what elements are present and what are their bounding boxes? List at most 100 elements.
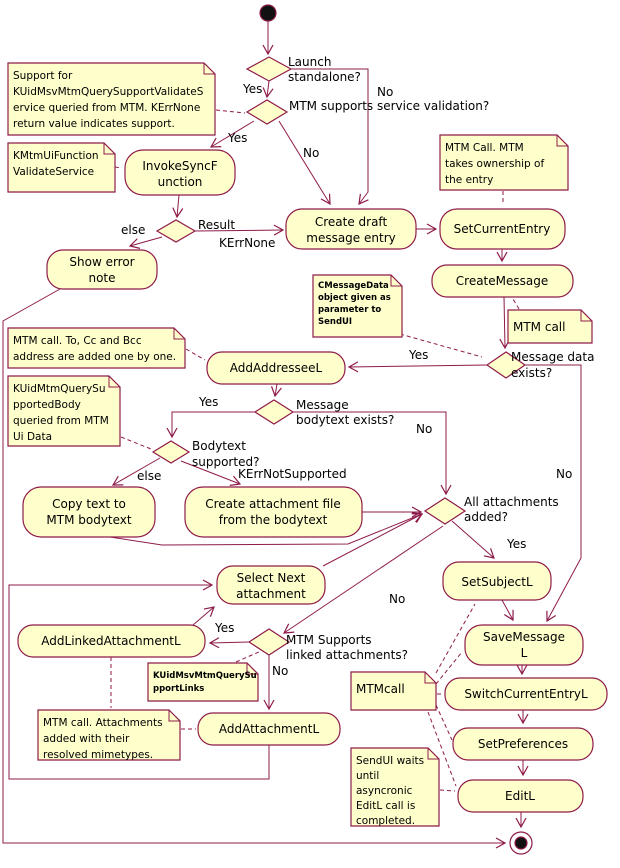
edge-allattachments-yes <box>451 520 495 559</box>
activity-label: Create draft <box>315 215 388 229</box>
edge-validation-no <box>278 120 331 206</box>
connector-linksnote-linkeddecision <box>235 650 262 663</box>
decision-label: MTM supports service validation? <box>289 99 489 113</box>
activity-copy-text: Copy text to MTM bodytext <box>22 486 156 538</box>
note-line: asyncronic <box>356 785 413 797</box>
note-line: Support for <box>13 70 73 82</box>
flow-edges <box>2 21 582 849</box>
note-line: parameter to <box>318 305 381 315</box>
final-node <box>509 831 533 855</box>
edge-addattachment-loop <box>8 579 270 780</box>
note-line: pportLinks <box>153 684 204 694</box>
note-line: EditL call is <box>356 800 415 812</box>
note-fold-icon <box>556 135 568 147</box>
activity-label: unction <box>158 175 203 189</box>
note-fold-icon <box>424 672 436 684</box>
decision-label: Launch <box>288 55 331 69</box>
note-connectors <box>110 109 520 792</box>
activity-label: Copy text to <box>52 497 126 511</box>
decision-mtm-supports-linked: MTM Supports linked attachments? <box>247 628 408 662</box>
activity-invoke-sync-function: InvokeSyncF unction <box>124 149 236 196</box>
edge-addressee-to-bodytextexists <box>270 383 282 398</box>
decision-label: exists? <box>511 366 552 380</box>
activity-save-message: SaveMessage L <box>464 624 584 666</box>
activity-label: AddLinkedAttachmentL <box>41 634 181 648</box>
decision-label: added? <box>464 510 508 524</box>
connector-cmessagedata-dataexists <box>399 333 483 358</box>
guard-result-kerrnone: KErrNone <box>219 236 275 250</box>
note-line: MTMcall <box>356 682 405 696</box>
note-line: resolved mimetypes. <box>43 749 153 761</box>
note-fold-icon <box>108 376 120 388</box>
edge-selectnext-to-allattachments <box>322 513 424 567</box>
activity-label: L <box>521 646 528 660</box>
connector-mtmcall-edit <box>427 711 457 787</box>
edge-showerror-to-end <box>2 288 507 849</box>
note-line: takes ownership of <box>445 158 544 170</box>
activity-label: note <box>88 271 115 285</box>
note-line: MTM call. Attachments <box>43 717 163 729</box>
note-line: ValidateService <box>13 166 94 178</box>
note-line: SendUI waits <box>356 755 424 767</box>
connector-kmtmnote-invokesync <box>114 166 123 169</box>
guard-validation-yes: Yes <box>227 131 247 145</box>
decision-label: All attachments <box>464 495 559 509</box>
edge-linked-yes <box>208 637 250 649</box>
connector-bodynote-supported <box>120 436 152 450</box>
decision-label: linked attachments? <box>286 648 408 662</box>
guard-attachments-yes: Yes <box>506 537 526 551</box>
connector-senduinote-edit <box>439 789 456 792</box>
connector-addressesnote-addaddressee <box>185 348 206 361</box>
note-line: SendUI <box>318 317 352 327</box>
note-sendui-waits: SendUI waits until asyncronic EditL call… <box>350 747 440 827</box>
guard-supported-kerr: KErrNotSupported <box>238 467 347 481</box>
activity-add-addressee: AddAddresseeL <box>206 351 346 385</box>
activity-label: from the bodytext <box>219 513 328 527</box>
note-line: added with their <box>43 733 130 745</box>
decision-label: Result <box>198 218 235 232</box>
note-line: return value indicates support. <box>13 118 175 130</box>
edge-validation-yes <box>209 120 255 148</box>
edge-guard-labels: Yes No Yes No else KErrNone Yes No Yes N… <box>121 82 572 678</box>
note-fold-icon <box>580 310 592 322</box>
activity-label: MTM bodytext <box>46 513 132 527</box>
guard-dataexists-yes: Yes <box>408 348 428 362</box>
edge-bodytextexists-no <box>293 411 452 496</box>
activity-label: Create attachment file <box>205 497 340 511</box>
edge-addlinked-to-selectnext <box>192 606 215 626</box>
guard-result-else: else <box>121 223 145 237</box>
note-line: CMessageData <box>318 281 389 291</box>
initial-node <box>259 4 277 22</box>
decision-label: MTM Supports <box>286 633 372 647</box>
note-mtmcall: MTMcall <box>350 671 437 711</box>
edge-dataexists-no <box>525 364 582 623</box>
note-line: until <box>356 770 379 782</box>
activity-create-draft-message-entry: Create draft message entry <box>285 208 417 250</box>
connector-supportnote-validation <box>215 109 246 114</box>
edge-dataexists-yes <box>347 361 488 373</box>
note-mtm-call-attachments: MTM call. Attachments added with their r… <box>37 709 181 761</box>
note-line: KMtmUiFunction <box>13 150 99 162</box>
edge-copytext-to-allattachments <box>109 512 424 546</box>
decision-bodytext-supported: Bodytext supported? <box>151 439 259 469</box>
note-line: address are added one by one. <box>13 351 176 363</box>
note-kmtm-ui-function: KMtmUiFunction ValidateService <box>7 142 116 193</box>
edge-setsubject-to-savemessage <box>501 599 514 622</box>
activity-label: InvokeSyncF <box>142 159 217 173</box>
guard-launch-yes: Yes <box>242 82 262 96</box>
activity-add-attachment: AddAttachmentL <box>197 712 341 746</box>
connector-mtmcall-setsubject <box>435 603 476 674</box>
note-fold-icon <box>173 328 185 340</box>
note-line: KUidMsvMtmQuerySu <box>153 671 257 681</box>
guard-bodytextexists-yes: Yes <box>198 395 218 409</box>
activity-label: AddAttachmentL <box>219 722 320 736</box>
guard-attachments-no: No <box>389 592 405 606</box>
activity-create-message: CreateMessage <box>431 264 574 298</box>
decision-launch-standalone: Launch standalone? <box>245 55 361 84</box>
activity-label: Show error <box>69 255 134 269</box>
decision-mtm-supports-validation: MTM supports service validation? <box>245 99 489 125</box>
guard-dataexists-no: No <box>556 467 572 481</box>
note-line: MTM call <box>513 320 565 334</box>
note-line: queried from MTM <box>13 415 109 427</box>
